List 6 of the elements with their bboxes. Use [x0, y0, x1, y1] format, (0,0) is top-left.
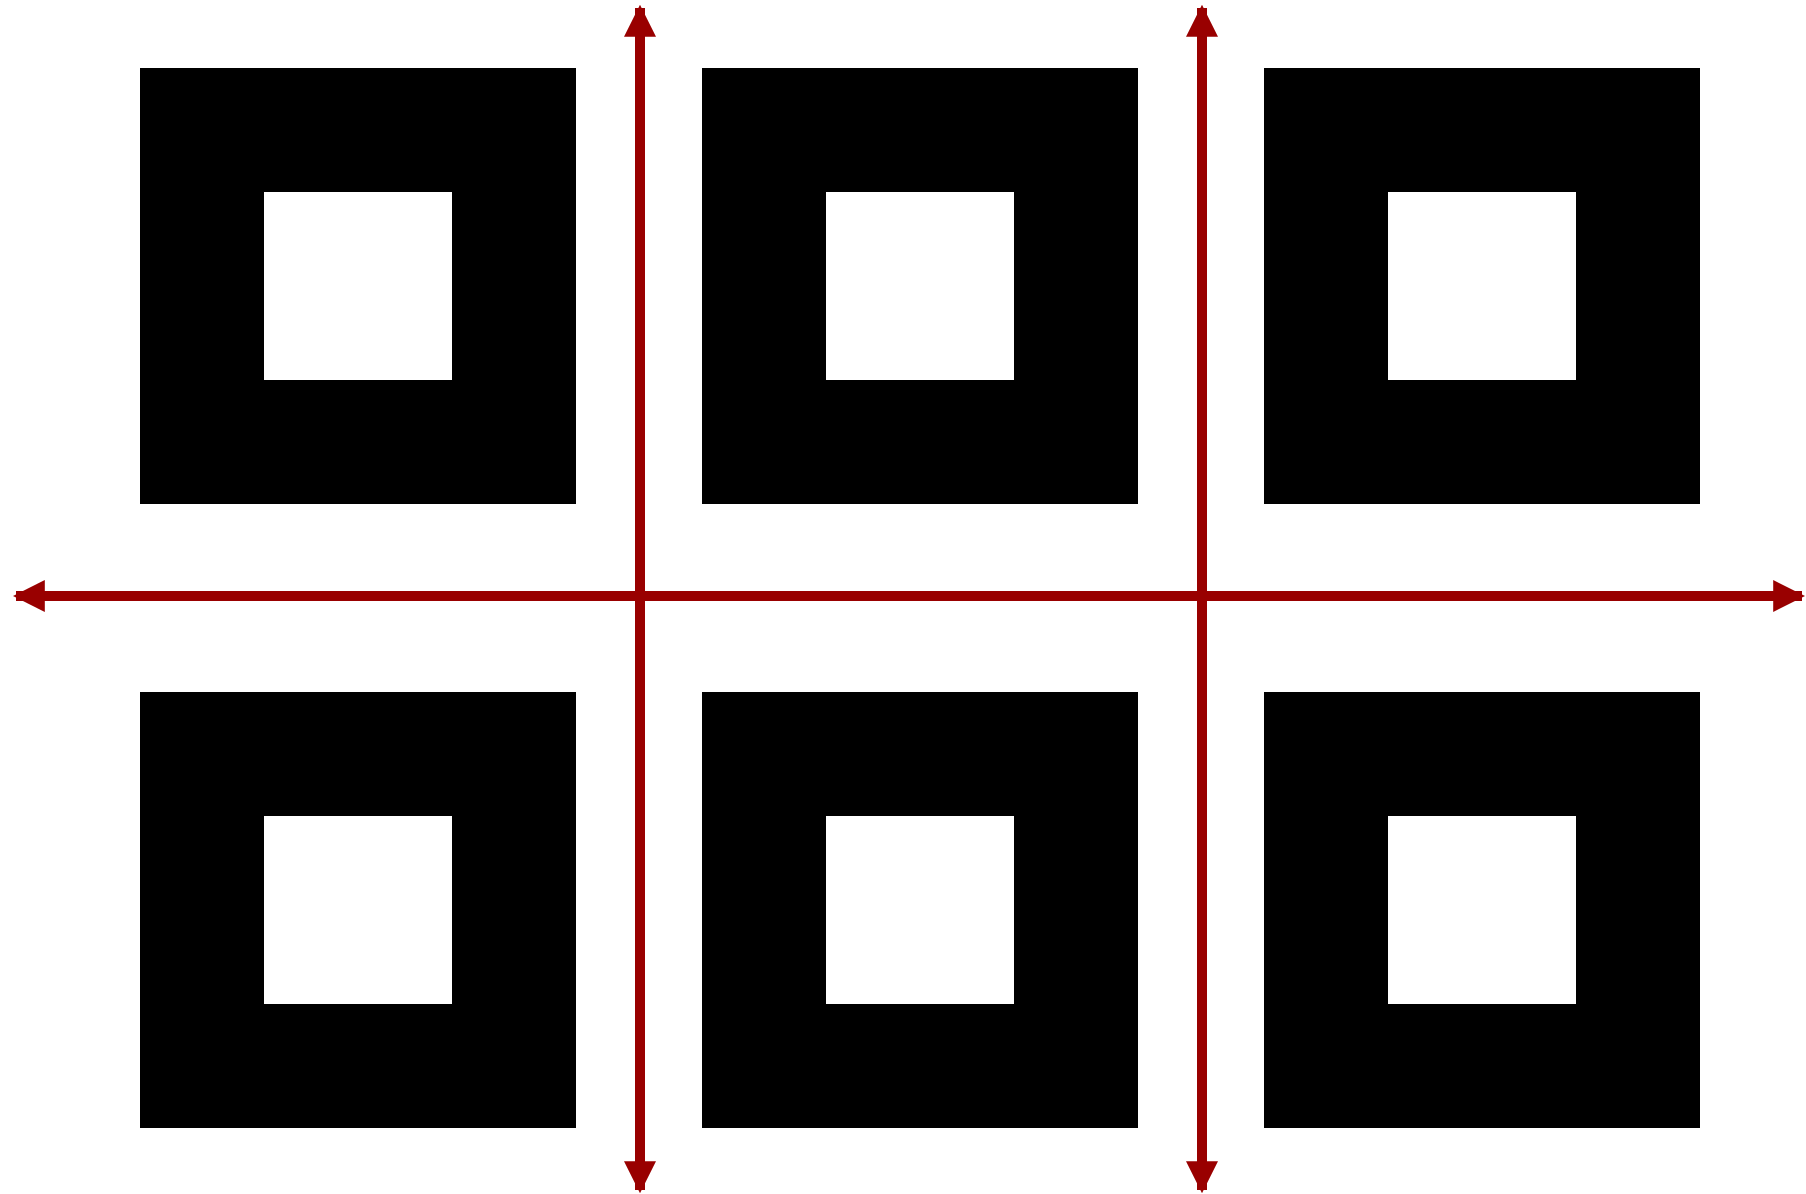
square-ring	[1264, 692, 1700, 1128]
square-ring	[1264, 68, 1700, 504]
square-ring	[702, 692, 1138, 1128]
square-ring	[702, 68, 1138, 504]
square-ring	[140, 68, 576, 504]
square-ring	[140, 692, 576, 1128]
